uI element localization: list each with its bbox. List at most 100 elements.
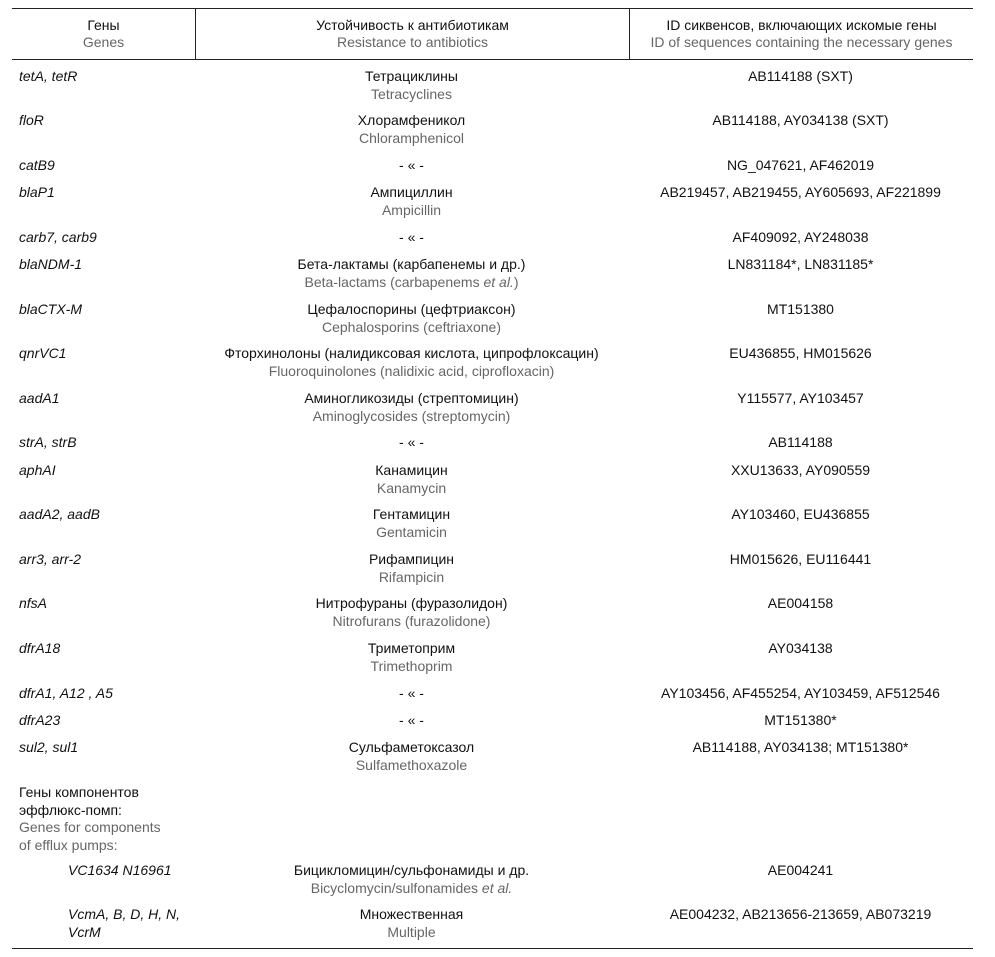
resistance-en-close: ) xyxy=(513,273,519,290)
resistance-cell: Нитрофураны (фуразолидон) Nitrofurans (f… xyxy=(195,595,628,630)
resistance-cell: Множественная Multiple xyxy=(195,906,628,941)
sequence-ids: MT151380* xyxy=(764,712,837,728)
sequence-ids: HM015626, EU116441 xyxy=(729,551,872,567)
table-row: VcmA, B, D, H, N, VcrM Множественная Mul… xyxy=(12,906,973,941)
resistance-ru: - « - xyxy=(399,434,424,450)
resistance-cell: - « - xyxy=(195,685,628,703)
table-row: catB9 - « - NG_047621, AF462019 xyxy=(12,157,973,175)
gene-name: dfrA1, A12 , A5 xyxy=(19,685,113,701)
resistance-cell: - « - xyxy=(195,434,628,452)
header-genes-en: Genes xyxy=(82,34,125,50)
sequence-ids: AB114188, AY034138 (SXT) xyxy=(712,112,889,128)
et-al-text: et al. xyxy=(483,273,514,290)
table-row: arr3, arr-2 Рифампицин Rifampicin HM0156… xyxy=(12,551,973,586)
sequence-ids: AE004232, AB213656-213659, AB073219 xyxy=(669,906,932,922)
resistance-ru: Сульфаметоксазол xyxy=(348,739,475,755)
resistance-en-text: Bicyclomycin/sulfonamides xyxy=(310,879,482,896)
sequence-ids: AE004241 xyxy=(767,862,834,878)
table-row: qnrVC1 Фторхинолоны (налидиксовая кислот… xyxy=(12,345,973,380)
resistance-ru: Канамицин xyxy=(375,462,448,478)
sequence-ids: LN831184*, LN831185* xyxy=(727,256,874,272)
resistance-cell: - « - xyxy=(195,157,628,175)
table-row: floR Хлорамфеникол Chloramphenicol AB114… xyxy=(12,112,973,147)
gene-name: dfrA18 xyxy=(19,640,61,656)
table-row: aadA1 Аминогликозиды (стрептомицин) Amin… xyxy=(12,390,973,425)
gene-name-line-1: VcmA, B, D, H, N, xyxy=(68,906,181,922)
gene-name: nfsA xyxy=(19,595,48,611)
resistance-ru: Гентамицин xyxy=(372,506,451,522)
table-header: Гены Genes Устойчивость к антибиотикам R… xyxy=(12,9,973,59)
resistance-en-text: Beta-lactams (carbapenems xyxy=(304,273,484,290)
resistance-ru: Хлорамфеникол xyxy=(357,112,466,128)
sequence-ids: MT151380 xyxy=(767,301,834,317)
resistance-cell: Рифампицин Rifampicin xyxy=(195,551,628,586)
resistance-cell: Ампициллин Ampicillin xyxy=(195,184,628,219)
header-ids-en: ID of sequences containing the necessary… xyxy=(650,34,953,50)
header-genes: Гены Genes xyxy=(12,9,196,59)
gene-name: blaCTX-M xyxy=(19,301,83,317)
efflux-section-heading: Гены компонентов эффлюкс-помп: Genes for… xyxy=(12,784,973,854)
efflux-heading-en-1: Genes for components xyxy=(19,819,161,835)
table-row: carb7, carb9 - « - AF409092, AY248038 xyxy=(12,229,973,247)
gene-name: tetA, tetR xyxy=(19,68,78,84)
table-row: VC1634 N16961 Бицикломицин/сульфонамиды … xyxy=(12,862,973,897)
resistance-en: Kanamycin xyxy=(376,479,447,496)
gene-name: catB9 xyxy=(19,157,55,173)
resistance-en: Multiple xyxy=(387,923,436,940)
table-top-rule xyxy=(12,8,973,9)
table-bottom-rule xyxy=(12,948,973,949)
header-resistance-en: Resistance to antibiotics xyxy=(337,34,488,50)
resistance-ru: Множественная xyxy=(359,906,464,922)
resistance-cell: Аминогликозиды (стрептомицин) Aminoglyco… xyxy=(195,390,628,425)
gene-name: blaNDM-1 xyxy=(19,256,83,272)
resistance-en: Fluoroquinolones (nalidixic acid, ciprof… xyxy=(268,362,555,379)
gene-name: sul2, sul1 xyxy=(19,739,79,755)
sequence-ids: AB114188 xyxy=(768,434,833,450)
resistance-cell: Канамицин Kanamycin xyxy=(195,462,628,497)
gene-name: VcmA, B, D, H, N, VcrM xyxy=(12,906,195,941)
resistance-cell: - « - xyxy=(195,229,628,247)
resistance-en: Tetracyclines xyxy=(371,85,452,102)
gene-name-line-2: VcrM xyxy=(68,923,101,940)
gene-name: carb7, carb9 xyxy=(19,229,97,245)
resistance-ru: Триметоприм xyxy=(367,640,456,656)
resistance-ru: Бета-лактамы (карбапенемы и др.) xyxy=(297,256,526,272)
resistance-ru: - « - xyxy=(399,685,424,701)
et-al-text: et al. xyxy=(481,879,513,896)
table-row: nfsA Нитрофураны (фуразолидон) Nitrofura… xyxy=(12,595,973,630)
resistance-ru: Рифампицин xyxy=(368,551,455,567)
gene-name: aadA2, aadB xyxy=(19,506,100,522)
header-resistance-ru: Устойчивость к антибиотикам xyxy=(316,17,509,33)
resistance-en: Cephalosporins (ceftriaxone) xyxy=(322,318,501,335)
resistance-cell: Цефалоспорины (цефтриаксон) Cephalospori… xyxy=(195,301,628,336)
resistance-ru: Цефалоспорины (цефтриаксон) xyxy=(307,301,516,317)
gene-name: strA, strB xyxy=(19,434,77,450)
resistance-cell: Хлорамфеникол Chloramphenicol xyxy=(195,112,628,147)
sequence-ids: AB114188, AY034138; MT151380* xyxy=(692,739,909,755)
resistance-ru: Бицикломицин/сульфонамиды и др. xyxy=(293,862,530,878)
gene-name: dfrA23 xyxy=(19,712,61,728)
header-ids-ru: ID сиквенсов, включающих искомые гены xyxy=(666,17,937,33)
resistance-ru: Нитрофураны (фуразолидон) xyxy=(315,595,508,611)
resistance-cell: Бета-лактамы (карбапенемы и др.) Beta-la… xyxy=(195,256,628,291)
table-body: tetA, tetR Тетрациклины Tetracyclines AB… xyxy=(12,60,973,948)
sequence-ids: EU436855, HM015626 xyxy=(729,345,872,361)
table-row: strA, strB - « - AB114188 xyxy=(12,434,973,452)
resistance-en: Sulfamethoxazole xyxy=(355,756,468,773)
resistance-ru: Тетрациклины xyxy=(365,68,458,84)
table-row: aphAI Канамицин Kanamycin XXU13633, AY09… xyxy=(12,462,973,497)
table-row: sul2, sul1 Сульфаметоксазол Sulfamethoxa… xyxy=(12,739,973,774)
resistance-en: Rifampicin xyxy=(378,568,445,585)
table-row: dfrA23 - « - MT151380* xyxy=(12,712,973,730)
efflux-heading-en-2: of efflux pumps: xyxy=(19,836,118,853)
resistance-ru: Ампициллин xyxy=(370,184,453,200)
resistance-ru: - « - xyxy=(399,157,424,173)
resistance-en: Trimethoprim xyxy=(370,657,453,674)
gene-name: blaP1 xyxy=(19,184,55,200)
table-row: blaNDM-1 Бета-лактамы (карбапенемы и др.… xyxy=(12,256,973,291)
header-ids: ID сиквенсов, включающих искомые гены ID… xyxy=(630,9,973,59)
resistance-ru: Аминогликозиды (стрептомицин) xyxy=(304,390,519,406)
sequence-ids: AY103460, EU436855 xyxy=(731,506,870,522)
gene-name: arr3, arr-2 xyxy=(19,551,81,567)
sequence-ids: NG_047621, AF462019 xyxy=(726,157,875,173)
